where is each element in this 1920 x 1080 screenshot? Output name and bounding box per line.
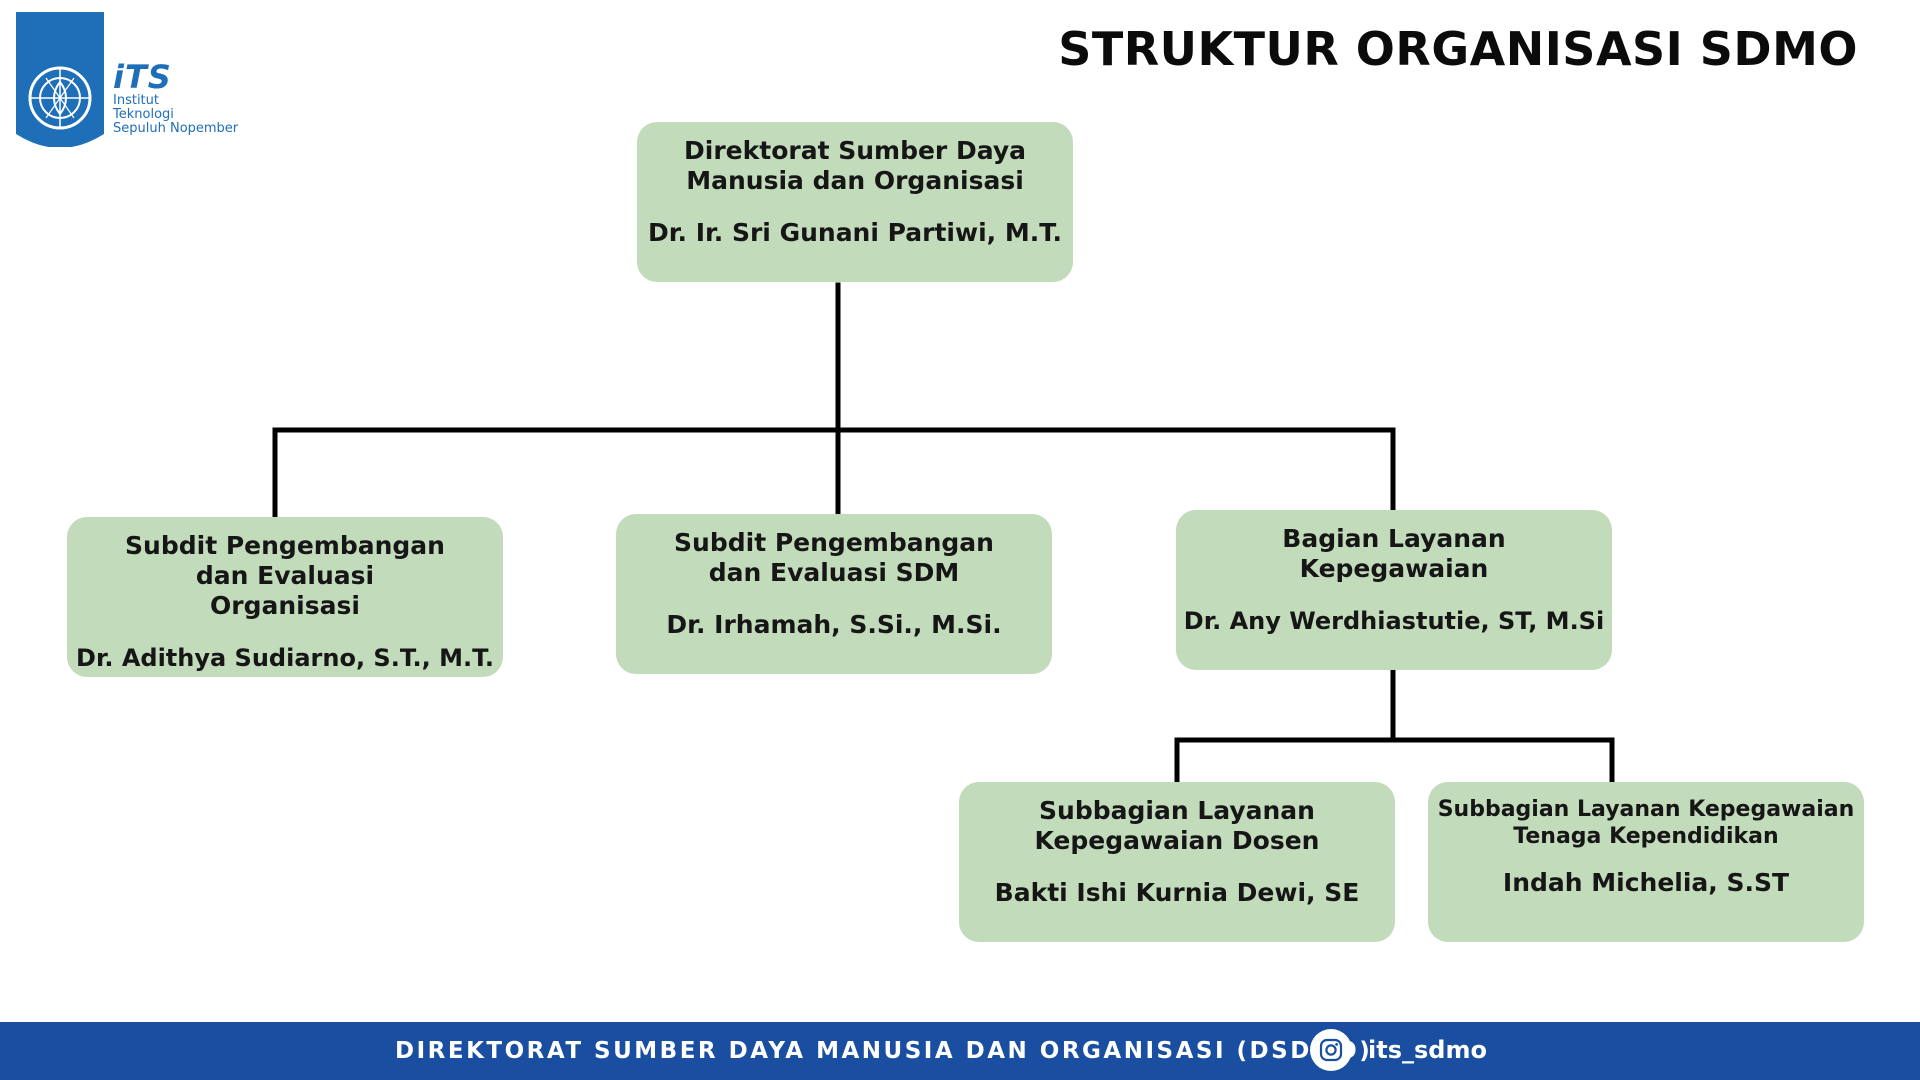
box-direktorat-sdmo: Direktorat Sumber Daya Manusia dan Organ…: [637, 122, 1073, 282]
unit-head: Bakti Ishi Kurnia Dewi, SE: [994, 878, 1360, 907]
unit-head: Indah Michelia, S.ST: [1502, 868, 1790, 897]
box-bagian-layanan: Bagian Layanan Kepegawaian Dr. Any Werdh…: [1176, 510, 1612, 670]
unit-name: Subbagian Layanan Kepegawaian Tenaga Kep…: [1437, 797, 1855, 849]
logo-abbreviation: iTS: [113, 58, 172, 96]
box-subbagian-dosen: Subbagian Layanan Kepegawaian Dosen Bakt…: [959, 782, 1395, 942]
instagram-icon[interactable]: [1310, 1029, 1352, 1071]
footer-bar: DIREKTORAT SUMBER DAYA MANUSIA DAN ORGAN…: [0, 1022, 1920, 1080]
unit-head: Dr. Irhamah, S.Si., M.Si.: [666, 610, 1002, 639]
unit-head: Dr. Ir. Sri Gunani Partiwi, M.T.: [647, 218, 1062, 247]
logo-line-2: Teknologi: [113, 107, 174, 122]
unit-name: Subdit Pengembangan dan Evaluasi SDM: [674, 528, 994, 587]
unit-name: Subdit Pengembangan dan Evaluasi Organis…: [125, 531, 445, 620]
its-logo: iTS Institut Teknologi Sepuluh Nopember: [16, 12, 246, 147]
unit-name: Bagian Layanan Kepegawaian: [1282, 524, 1506, 583]
footer-title: DIREKTORAT SUMBER DAYA MANUSIA DAN ORGAN…: [395, 1038, 1373, 1064]
unit-head: Dr. Adithya Sudiarno, S.T., M.T.: [76, 644, 494, 672]
page-title: STRUKTUR ORGANISASI SDMO: [1058, 22, 1858, 76]
logo-line-3: Sepuluh Nopember: [113, 121, 239, 136]
box-subdit-organisasi: Subdit Pengembangan dan Evaluasi Organis…: [67, 517, 503, 677]
unit-name: Subbagian Layanan Kepegawaian Dosen: [1034, 796, 1320, 855]
logo-line-1: Institut: [113, 93, 159, 108]
unit-name: Direktorat Sumber Daya Manusia dan Organ…: [684, 136, 1026, 195]
instagram-handle[interactable]: its_sdmo: [1368, 1036, 1487, 1064]
unit-head: Dr. Any Werdhiastutie, ST, M.Si: [1183, 607, 1605, 635]
box-subbagian-tendik: Subbagian Layanan Kepegawaian Tenaga Kep…: [1428, 782, 1864, 942]
box-subdit-sdm: Subdit Pengembangan dan Evaluasi SDM Dr.…: [616, 514, 1052, 674]
its-emblem-icon: [16, 12, 104, 147]
